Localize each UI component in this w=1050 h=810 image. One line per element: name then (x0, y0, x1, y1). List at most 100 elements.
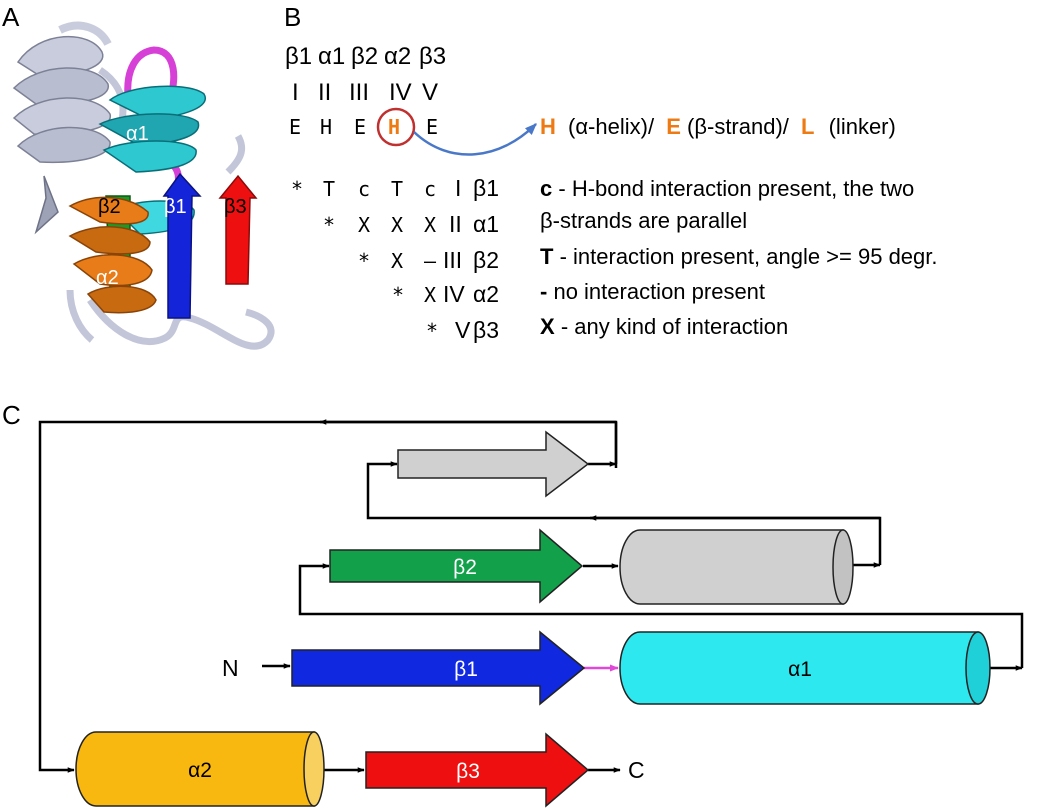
matrix-cell: – (424, 249, 437, 273)
connector-alpha1-to-beta2 (298, 563, 1024, 668)
matrix-row-name: β2 (473, 247, 499, 273)
panel-a: A (2, 2, 275, 350)
sse-type-legend: H (α-helix)/ E (β-strand)/ L (linker) (540, 114, 896, 139)
legend-h-text: (α-helix)/ (568, 114, 655, 139)
legend-line: - no interaction present (540, 279, 765, 304)
interaction-matrix: * T c T c I β1 * X X X II α1 * X – III (291, 175, 499, 343)
matrix-row: * X IV α2 (392, 281, 499, 307)
matrix-row-roman: I (455, 175, 461, 201)
ribbon-label-beta1: β1 (164, 196, 187, 218)
ribbon-label-alpha2: α2 (96, 267, 119, 289)
svg-text:H (α-helix)/ E: H (α-helix)/ E (β-strand)/ L (linker) (540, 114, 896, 139)
ribbon-label-beta3: β3 (224, 196, 247, 218)
matrix-row-roman: III (443, 247, 462, 273)
alpha1-label: α1 (788, 658, 812, 681)
panel-b: B β1 α1 β2 α2 β3 I II III IV V E H E H E… (284, 2, 938, 343)
symbol-legend: c - H-bond interaction present, the two … (540, 176, 938, 339)
matrix-cell: X (358, 213, 370, 237)
matrix-cell: X (424, 283, 436, 307)
panel-c: C β2 β1 (2, 400, 1024, 808)
matrix-row-roman: II (449, 211, 462, 237)
beta3-label: β3 (456, 760, 480, 783)
highlight-circle (376, 107, 416, 147)
gray-strand (34, 175, 59, 235)
topology-connectors (38, 419, 1024, 773)
sequence-letter: E (289, 115, 301, 139)
sse-name: β1 (285, 43, 312, 70)
matrix-cell: X (391, 213, 403, 237)
protein-ribbon (12, 21, 275, 350)
matrix-cell: T (323, 177, 335, 201)
roman-numeral: III (349, 79, 369, 106)
alpha2-label: α2 (188, 759, 212, 782)
legend-line: X - any kind of interaction (540, 314, 788, 339)
roman-numeral: IV (389, 79, 412, 106)
sse-name: α1 (318, 43, 345, 70)
roman-numeral: I (292, 79, 299, 106)
sequence-letter: E (426, 115, 438, 139)
matrix-row-roman: V (455, 317, 471, 343)
alpha1-cylinder (619, 631, 991, 705)
sequence-letter: H (320, 115, 332, 139)
mapping-arrow (413, 123, 537, 156)
beta1-arrow (291, 630, 586, 706)
matrix-cell: * (358, 249, 370, 273)
ribbon-label-beta2: β2 (98, 196, 121, 218)
beta3-arrow (365, 732, 590, 808)
sequence-row: E H E H E (289, 115, 438, 139)
sequence-letter-highlighted: H (388, 115, 400, 139)
matrix-row-name: α2 (473, 281, 499, 307)
matrix-cell: X (424, 213, 436, 237)
legend-h-letter: H (540, 114, 556, 139)
roman-numeral: V (422, 79, 438, 106)
beta1-label: β1 (454, 658, 478, 681)
legend-e-text: (β-strand)/ (687, 114, 790, 139)
panel-b-label: B (284, 2, 301, 32)
gray-strand-arrow (397, 430, 590, 498)
sse-name: β2 (351, 43, 378, 70)
matrix-cell: T (391, 177, 403, 201)
sse-name: β3 (419, 43, 446, 70)
alpha2-helix-ribbon (68, 196, 157, 314)
beta3-strand-ribbon (218, 174, 258, 285)
matrix-cell: * (392, 283, 404, 307)
legend-line: c - H-bond interaction present, the two (540, 176, 914, 201)
matrix-row-name: β3 (473, 317, 499, 343)
legend-line: T - interaction present, angle >= 95 deg… (540, 244, 938, 269)
matrix-row-name: β1 (473, 175, 499, 201)
matrix-row: * X – III β2 (358, 247, 499, 273)
gray-helix-cylinder (619, 529, 854, 605)
legend-l-letter: L (801, 114, 814, 139)
alpha2-cylinder (75, 731, 325, 807)
sse-name: α2 (384, 43, 411, 70)
matrix-cell: * (323, 213, 335, 237)
gray-helix (12, 21, 112, 164)
panel-a-label: A (2, 2, 20, 32)
beta2-arrow (329, 528, 584, 604)
legend-e-letter: E (666, 114, 681, 139)
ribbon-label-alpha1: α1 (126, 123, 149, 145)
matrix-cell: c (424, 177, 436, 201)
matrix-row: * X X X II α1 (323, 211, 499, 237)
matrix-row-name: α1 (473, 211, 499, 237)
roman-numeral: II (318, 79, 331, 106)
matrix-row-roman: IV (443, 281, 465, 307)
connector-gray-loop (366, 461, 882, 565)
n-terminus-label: N (222, 655, 239, 681)
matrix-cell: c (358, 177, 370, 201)
beta1-strand-ribbon (162, 172, 202, 319)
roman-row: I II III IV V (292, 79, 438, 106)
matrix-cell: * (426, 319, 438, 343)
coil-1 (97, 67, 127, 121)
sse-name-row: β1 α1 β2 α2 β3 (285, 43, 446, 70)
legend-l-text: (linker) (829, 114, 896, 139)
matrix-cell: * (291, 177, 303, 201)
matrix-row: * T c T c I β1 (291, 175, 499, 201)
matrix-row: * V β3 (426, 317, 499, 343)
legend-line: β-strands are parallel (540, 208, 747, 233)
matrix-cell: X (391, 249, 403, 273)
sequence-letter: E (354, 115, 366, 139)
beta2-label: β2 (453, 556, 477, 579)
panel-c-label: C (2, 400, 21, 430)
